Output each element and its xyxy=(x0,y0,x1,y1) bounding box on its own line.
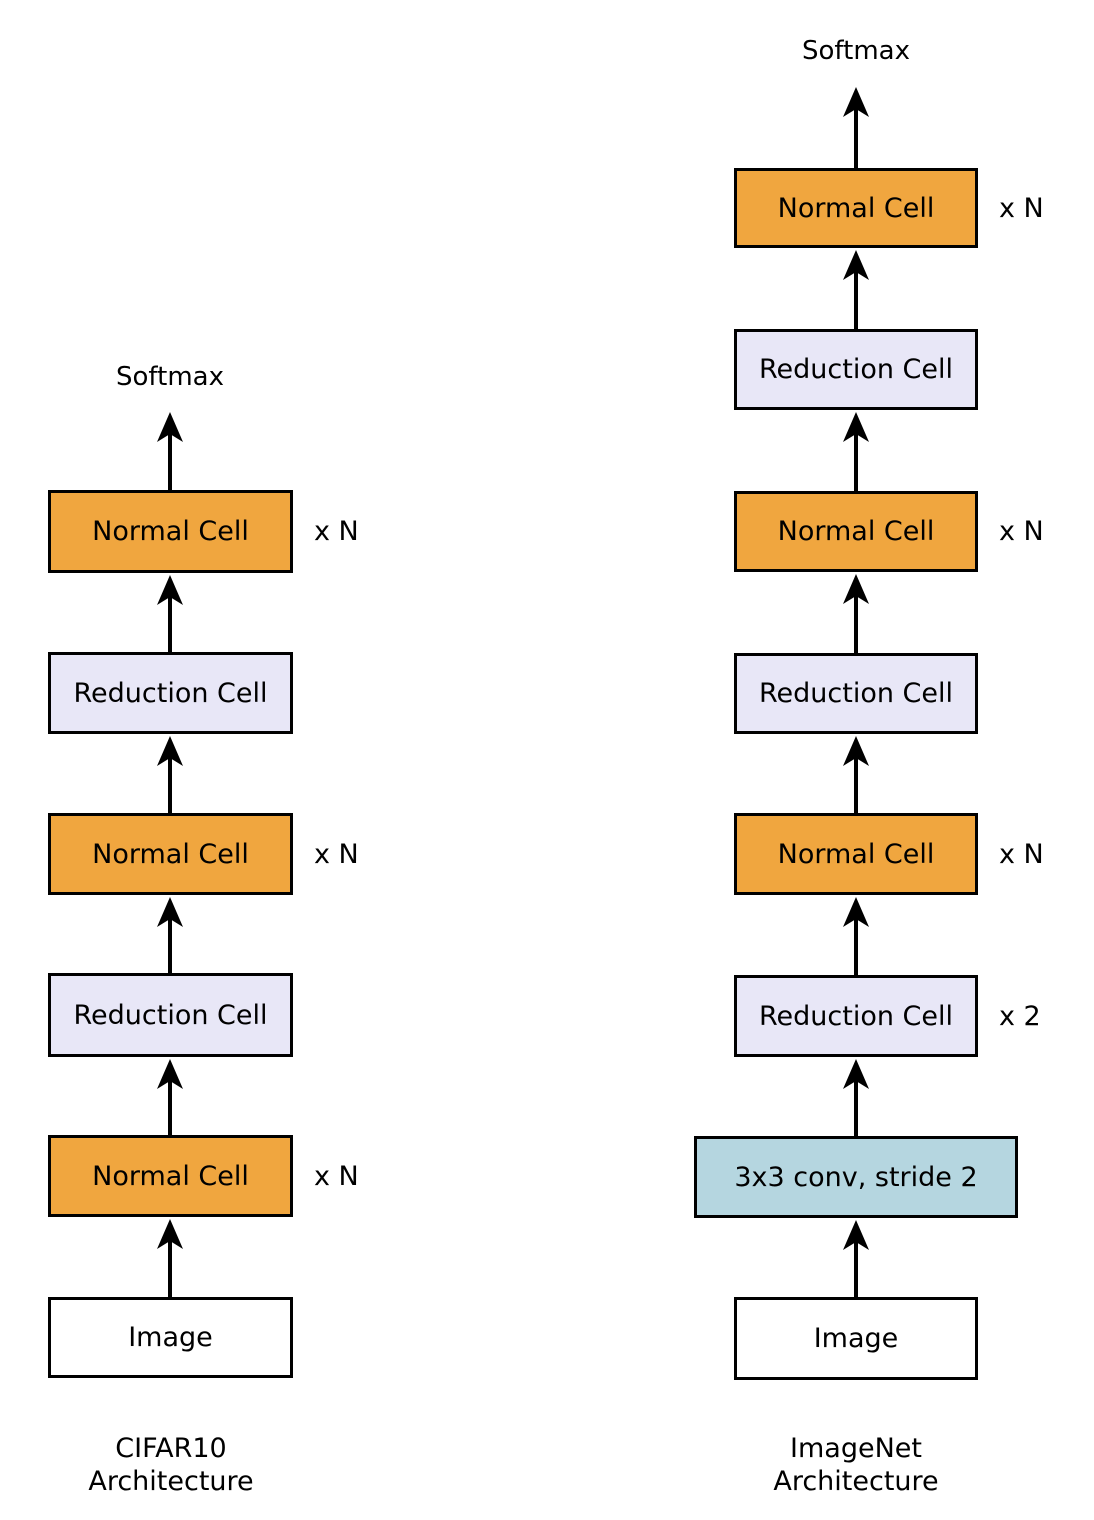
flow-arrow-icon xyxy=(842,1220,870,1297)
flow-arrow-icon xyxy=(842,897,870,975)
arrowhead-icon xyxy=(157,575,183,605)
caption-line: CIFAR10 xyxy=(115,1433,227,1464)
block-label: Normal Cell xyxy=(777,516,935,547)
block-label: Normal Cell xyxy=(92,838,249,870)
arrow-shaft xyxy=(168,430,172,490)
block-label: Reduction Cell xyxy=(73,677,268,709)
imagenet-normal-cell-repeat: x N xyxy=(999,516,1044,547)
imagenet-normal-cell-block: Normal Cell xyxy=(734,813,978,895)
flow-arrow-icon xyxy=(842,1059,870,1136)
arrow-shaft xyxy=(168,1077,172,1135)
block-label: Reduction Cell xyxy=(758,354,954,385)
block-label: 3x3 conv, stride 2 xyxy=(734,1161,978,1193)
arrow-shaft xyxy=(854,105,858,168)
arrowhead-icon xyxy=(843,897,869,927)
imagenet-reduction-cell-block: Reduction Cell xyxy=(734,329,978,410)
flow-arrow-icon xyxy=(156,575,184,652)
block-label: Reduction Cell xyxy=(73,999,268,1031)
arrowhead-icon xyxy=(157,736,183,766)
imagenet-image-block: Image xyxy=(734,1297,978,1380)
arrowhead-icon xyxy=(843,736,869,766)
arrow-shaft xyxy=(168,593,172,652)
flow-arrow-icon xyxy=(156,736,184,813)
arrow-shaft xyxy=(854,1077,858,1136)
arrowhead-icon xyxy=(157,1219,183,1249)
flow-arrow-icon xyxy=(156,412,184,490)
arrowhead-icon xyxy=(843,1220,869,1250)
flow-arrow-icon xyxy=(842,412,870,491)
arrow-shaft xyxy=(168,1237,172,1297)
arrowhead-icon xyxy=(843,250,869,280)
cifar10-softmax-label: Softmax xyxy=(116,362,224,392)
imagenet-caption: ImageNet Architecture xyxy=(773,1432,938,1498)
cifar10-normal-cell-block: Normal Cell xyxy=(48,490,293,573)
block-label: Normal Cell xyxy=(92,1160,249,1192)
arrowhead-icon xyxy=(157,412,183,442)
flow-arrow-icon xyxy=(842,250,870,329)
flow-arrow-icon xyxy=(156,1059,184,1135)
flow-arrow-icon xyxy=(156,897,184,973)
flow-arrow-icon xyxy=(842,87,870,168)
block-label: Normal Cell xyxy=(777,838,935,870)
imagenet-normal-cell-repeat: x N xyxy=(999,192,1044,224)
cifar10-normal-cell-repeat: x N xyxy=(314,516,359,547)
imagenet-normal-cell-repeat: x N xyxy=(999,838,1044,870)
imagenet-reduction-cell-block: Reduction Cell xyxy=(734,975,978,1057)
arrowhead-icon xyxy=(157,897,183,927)
cifar10-normal-cell-block: Normal Cell xyxy=(48,1135,293,1217)
caption-line: ImageNet xyxy=(790,1433,922,1464)
imagenet-conv-block: 3x3 conv, stride 2 xyxy=(694,1136,1018,1218)
arrow-shaft xyxy=(168,754,172,813)
cifar10-image-block: Image xyxy=(48,1297,293,1378)
flow-arrow-icon xyxy=(842,574,870,653)
cifar10-reduction-cell-block: Reduction Cell xyxy=(48,973,293,1057)
arrow-shaft xyxy=(854,430,858,491)
cifar10-normal-cell-block: Normal Cell xyxy=(48,813,293,895)
cifar10-normal-cell-repeat: x N xyxy=(314,1160,359,1192)
cifar10-caption: CIFAR10 Architecture xyxy=(88,1432,253,1498)
imagenet-normal-cell-block: Normal Cell xyxy=(734,491,978,572)
arrow-shaft xyxy=(854,754,858,813)
caption-line: Architecture xyxy=(88,1466,254,1497)
block-label: Image xyxy=(813,1323,899,1354)
arrowhead-icon xyxy=(843,1059,869,1089)
arrow-shaft xyxy=(854,268,858,329)
flow-arrow-icon xyxy=(842,736,870,813)
arrow-shaft xyxy=(854,592,858,653)
block-label: Reduction Cell xyxy=(758,678,954,709)
imagenet-reduction-cell-block: Reduction Cell xyxy=(734,653,978,734)
arrow-shaft xyxy=(854,1238,858,1297)
arrowhead-icon xyxy=(843,87,869,117)
cifar10-reduction-cell-block: Reduction Cell xyxy=(48,652,293,734)
imagenet-softmax-label: Softmax xyxy=(802,36,910,66)
imagenet-reduction-cell-repeat: x 2 xyxy=(999,1000,1041,1032)
caption-line: Architecture xyxy=(773,1466,939,1497)
block-label: Normal Cell xyxy=(777,192,935,224)
imagenet-normal-cell-block: Normal Cell xyxy=(734,168,978,248)
block-label: Image xyxy=(128,1322,213,1353)
arrowhead-icon xyxy=(157,1059,183,1089)
arrowhead-icon xyxy=(843,574,869,604)
block-label: Normal Cell xyxy=(92,516,249,547)
flow-arrow-icon xyxy=(156,1219,184,1297)
arrowhead-icon xyxy=(843,412,869,442)
arrow-shaft xyxy=(168,915,172,973)
arrow-shaft xyxy=(854,915,858,975)
cifar10-normal-cell-repeat: x N xyxy=(314,838,359,870)
block-label: Reduction Cell xyxy=(758,1000,954,1032)
